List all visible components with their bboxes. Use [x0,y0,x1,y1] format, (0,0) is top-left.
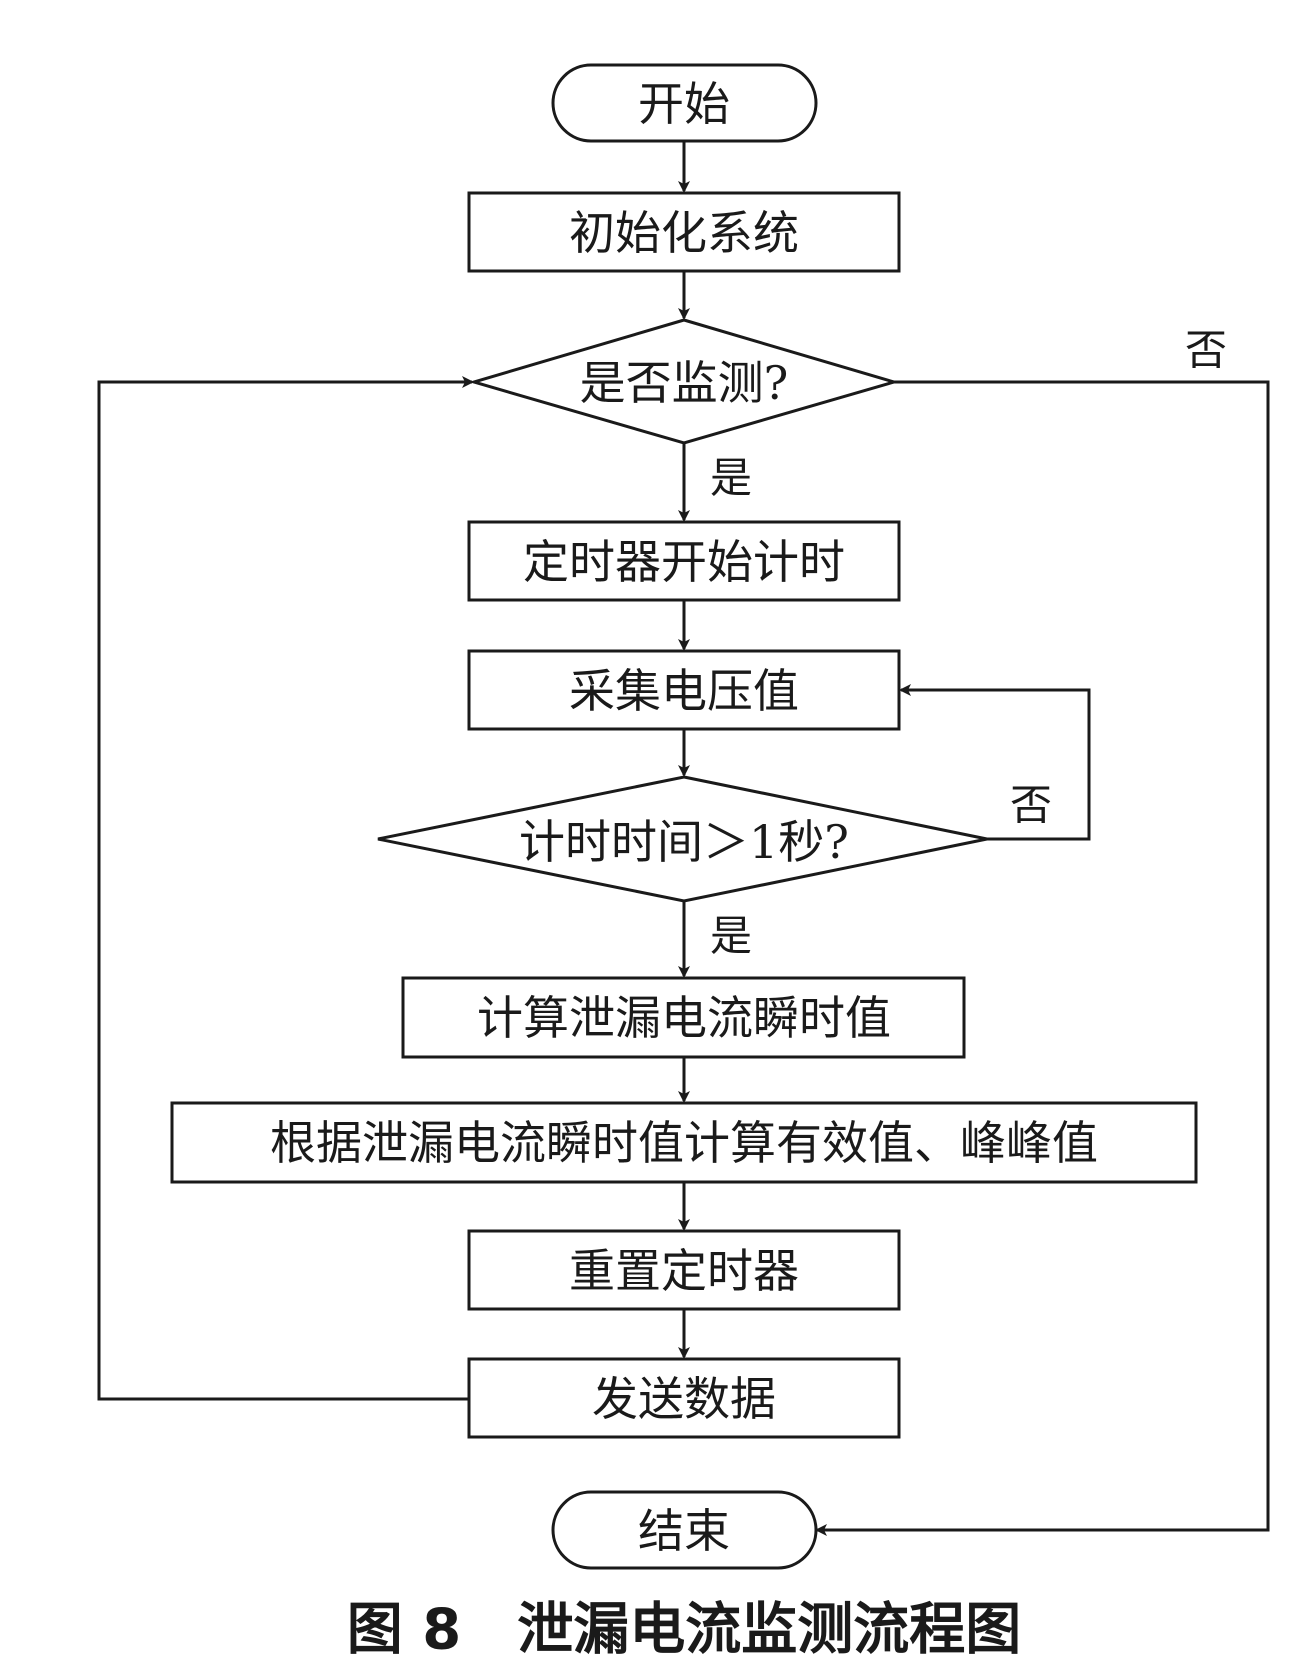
end-terminal [551,1490,818,1570]
init-process [467,191,901,273]
start-label: 开始 [638,77,730,131]
calc-rms-label: 根据泄漏电流瞬时值计算有效值、峰峰值 [270,1116,1098,1170]
reset-timer-process [467,1229,901,1311]
end-label: 结束 [638,1504,730,1558]
reset-timer-label: 重置定时器 [569,1244,799,1298]
time-no-label: 否 [1010,781,1052,830]
arrow-time-sample [899,684,1091,841]
time-yes-label: 是 [710,912,752,961]
calc-instant-label: 计算泄漏电流瞬时值 [477,991,891,1045]
figure-caption: 图 8 泄漏电流监测流程图 [347,1598,1021,1663]
calc-instant-process [401,976,966,1059]
monitor-no-label: 否 [1185,326,1227,375]
init-label: 初始化系统 [569,206,799,260]
timer-start-label: 定时器开始计时 [523,535,845,589]
monitor-decision-label: 是否监测? [580,356,789,410]
sample-voltage-label: 采集电压值 [569,664,799,718]
monitor-yes-label: 是 [710,454,752,503]
send-data-label: 发送数据 [592,1372,776,1426]
arrow-send-monitor [97,376,474,1401]
time-decision-label: 计时时间＞1秒? [519,815,849,869]
arrow-monitor-end [815,380,1270,1536]
send-data-process [467,1357,901,1439]
